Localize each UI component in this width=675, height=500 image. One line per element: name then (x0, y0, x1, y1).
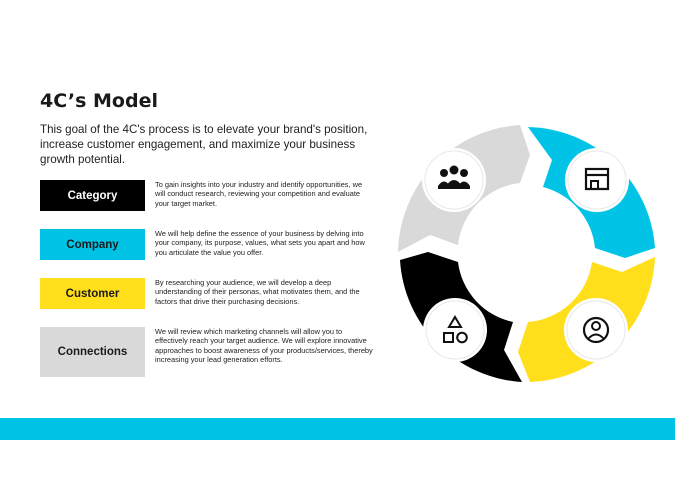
company-description: We will help define the essence of your … (155, 229, 365, 257)
category-description: To gain insights into your industry and … (155, 180, 363, 208)
people-group-icon (422, 148, 486, 212)
bottom-accent-bar (0, 418, 675, 440)
page-title: 4C’s Model (40, 90, 158, 112)
customer-label: Customer (40, 278, 145, 309)
shapes-icon (423, 298, 487, 362)
storefront-icon (565, 148, 629, 212)
connections-description: We will review which marketing channels … (155, 327, 373, 365)
intro-text: This goal of the 4C's process is to elev… (40, 123, 368, 166)
category-label: Category (40, 180, 145, 211)
company-label: Company (40, 229, 145, 260)
customer-description: By researching your audience, we will de… (155, 278, 360, 306)
user-circle-icon (564, 298, 628, 362)
connections-label: Connections (40, 327, 145, 377)
